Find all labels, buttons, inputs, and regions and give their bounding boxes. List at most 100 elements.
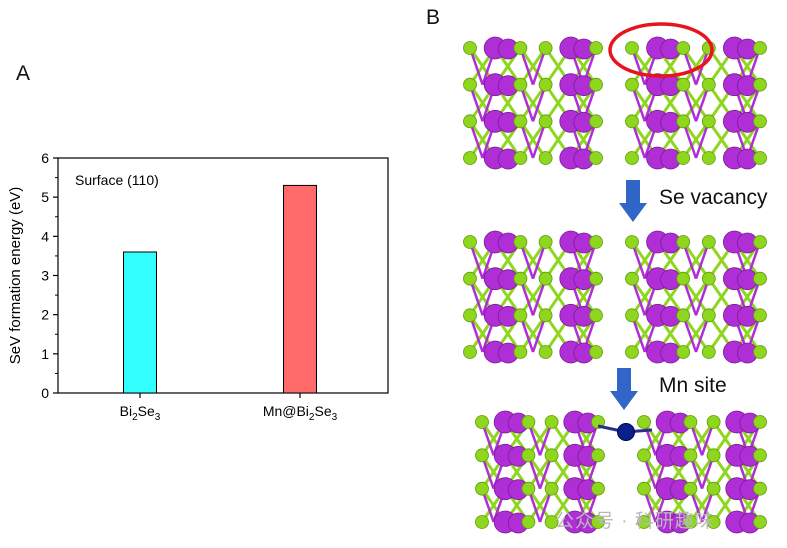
- se-atom: [513, 308, 528, 323]
- slab-row2-left: [463, 230, 603, 364]
- se-atom: [683, 515, 698, 529]
- se-atom: [463, 41, 477, 55]
- se-atom: [538, 271, 553, 286]
- se-atom: [463, 345, 477, 359]
- se-atom: [753, 345, 767, 359]
- bond: [681, 241, 711, 280]
- se-atom: [544, 448, 559, 463]
- bond: [519, 241, 547, 280]
- se-atom: [625, 114, 639, 129]
- se-atom: [538, 77, 553, 92]
- se-atom: [544, 515, 559, 529]
- slab-row3-right: [637, 410, 767, 534]
- se-atom: [538, 308, 553, 323]
- panel-label-b: B: [426, 6, 441, 29]
- se-atom: [513, 41, 528, 55]
- se-atom: [676, 235, 691, 249]
- se-atom: [589, 235, 603, 249]
- se-atom: [625, 151, 639, 165]
- se-atom: [683, 415, 698, 429]
- se-atom: [676, 41, 691, 55]
- se-atom: [538, 151, 553, 165]
- bar-Bi2Se3: [123, 251, 157, 394]
- se-atom: [676, 151, 691, 165]
- se-atom: [625, 41, 639, 55]
- se-atom: [463, 77, 477, 92]
- se-atom: [521, 515, 536, 529]
- se-atom: [625, 77, 639, 92]
- se-atom: [475, 448, 489, 463]
- se-atom: [683, 448, 698, 463]
- se-atom: [591, 515, 605, 529]
- se-atom: [463, 271, 477, 286]
- se-atom: [513, 345, 528, 359]
- y-tick-label-3: 3: [41, 268, 49, 284]
- se-atom: [676, 77, 691, 92]
- se-atom: [589, 77, 603, 92]
- bond: [681, 314, 711, 353]
- se-atom: [706, 481, 721, 496]
- se-atom: [753, 235, 767, 249]
- se-atom: [637, 481, 651, 496]
- se-atom: [521, 481, 536, 496]
- slab-row2-right: [625, 230, 767, 364]
- bond: [519, 47, 547, 86]
- se-atom: [521, 448, 536, 463]
- se-atom: [521, 415, 536, 429]
- se-atom: [625, 271, 639, 286]
- se-atom: [753, 481, 767, 496]
- se-atom: [589, 345, 603, 359]
- down-arrow-1: [619, 180, 647, 222]
- se-atom: [475, 515, 489, 529]
- se-atom: [701, 151, 716, 165]
- se-atom: [753, 151, 767, 165]
- x-tick-label-Bi2Se3: Bi2Se3: [120, 403, 161, 423]
- se-atom: [706, 448, 721, 463]
- se-atom: [538, 235, 553, 249]
- se-atom: [637, 415, 651, 429]
- se-atom: [625, 235, 639, 249]
- se-atom: [706, 415, 721, 429]
- se-atom: [463, 151, 477, 165]
- slab-row1-right: [625, 36, 767, 170]
- se-atom: [753, 41, 767, 55]
- se-atom: [753, 308, 767, 323]
- y-tick-label-1: 1: [41, 346, 49, 362]
- se-atom: [589, 271, 603, 286]
- se-atom: [591, 481, 605, 496]
- se-atom: [753, 515, 767, 529]
- slab-row3-left: [475, 410, 605, 534]
- se-atom: [538, 41, 553, 55]
- se-atom: [753, 448, 767, 463]
- se-atom: [637, 515, 651, 529]
- se-atom: [513, 114, 528, 129]
- se-atom: [753, 77, 767, 92]
- y-tick-label-4: 4: [41, 228, 49, 244]
- se-atom: [513, 77, 528, 92]
- se-atom: [753, 271, 767, 286]
- se-atom: [589, 41, 603, 55]
- bond: [519, 83, 547, 123]
- bond: [519, 314, 547, 353]
- se-atom: [475, 481, 489, 496]
- se-atom: [544, 415, 559, 429]
- y-tick-label-6: 6: [41, 150, 49, 166]
- se-vacancy-label: Se vacancy: [659, 186, 768, 209]
- bond: [681, 83, 711, 123]
- se-atom: [463, 114, 477, 129]
- se-atom: [625, 345, 639, 359]
- se-atom: [701, 235, 716, 249]
- panel-label-a: A: [16, 62, 31, 85]
- se-atom: [676, 308, 691, 323]
- se-atom: [701, 308, 716, 323]
- bond: [681, 120, 711, 159]
- se-atom: [701, 77, 716, 92]
- se-atom: [625, 308, 639, 323]
- se-atom: [589, 151, 603, 165]
- y-tick-label-2: 2: [41, 307, 49, 323]
- chart-annotation: Surface (110): [75, 172, 159, 188]
- mn-site-label: Mn site: [659, 374, 727, 397]
